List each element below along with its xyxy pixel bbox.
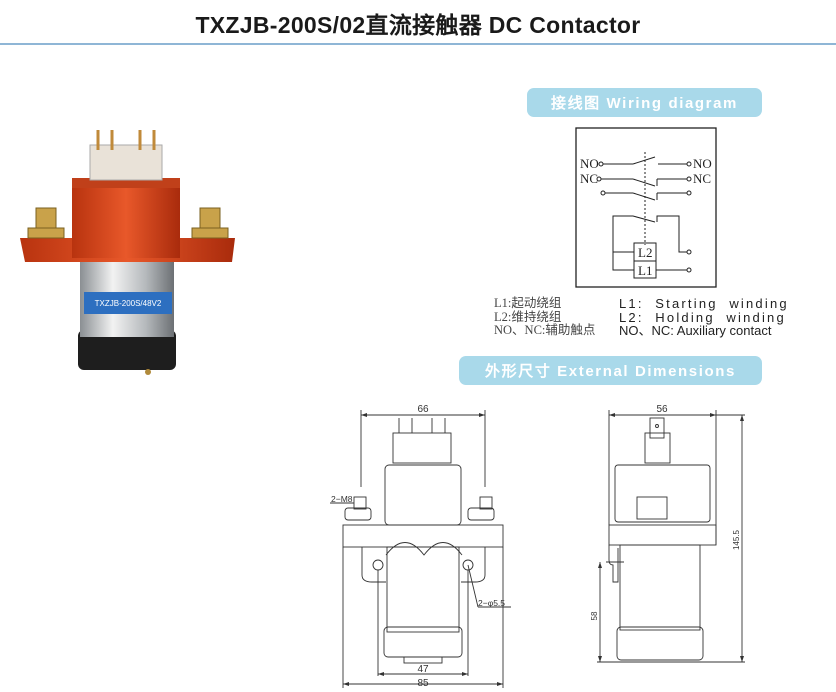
side-view	[597, 410, 745, 663]
coil-l1-label: L1	[638, 263, 652, 278]
wiring-legend-en: L1: Starting winding L2: Holding winding…	[619, 297, 789, 338]
product-label: TXZJB-200S/48V2	[95, 299, 162, 308]
legend-en-no-nc: NO、NC: Auxiliary contact	[619, 323, 772, 338]
dim-side-width-top: 56	[656, 404, 668, 415]
dim-front-width-top: 66	[417, 404, 429, 415]
coil-l2-label: L2	[638, 245, 652, 260]
dim-front-bolt: 2−M8	[331, 494, 353, 504]
legend-en-l2: L2: Holding winding	[619, 309, 786, 325]
terminal-no-left: NO	[580, 156, 599, 171]
dim-side-height-lower: 58	[590, 611, 599, 620]
legend-cn-l2: L2:维持绕组	[494, 309, 562, 324]
dim-front-hole: 2−φ5.5	[478, 598, 505, 608]
title-divider	[0, 43, 836, 45]
page-title: TXZJB-200S/02直流接触器 DC Contactor	[195, 12, 641, 38]
wiring-legend-cn: L1:起动绕组 L2:维持绕组 NO、NC:辅助触点	[494, 296, 596, 338]
terminal-nc-left: NC	[580, 171, 598, 186]
terminal-no-right: NO	[693, 156, 712, 171]
front-view	[330, 410, 511, 688]
dim-front-mount-spacing: 47	[417, 664, 429, 675]
external-dimensions-heading: 外形尺寸 External Dimensions	[459, 356, 762, 385]
terminal-nc-right: NC	[693, 171, 711, 186]
dim-side-height-total: 145.5	[732, 529, 741, 550]
legend-cn-no-nc: NO、NC:辅助触点	[494, 323, 596, 337]
dim-front-width-base: 85	[417, 678, 429, 689]
wiring-diagram-heading: 接线图 Wiring diagram	[527, 88, 762, 117]
legend-en-l1: L1: Starting winding	[619, 296, 789, 311]
legend-cn-l1: L1:起动绕组	[494, 296, 562, 310]
